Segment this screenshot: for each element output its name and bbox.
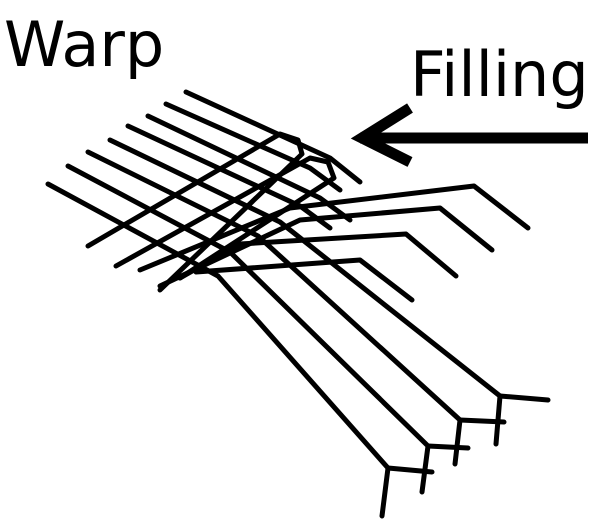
warp-yarn-4 bbox=[107, 137, 503, 447]
filling-yarn-1 bbox=[85, 131, 305, 293]
arrow-left-icon bbox=[350, 103, 588, 167]
warp-label: Warp bbox=[4, 8, 165, 81]
filling-yarn-4 bbox=[157, 205, 495, 289]
filling-yarns bbox=[85, 131, 531, 303]
filling-yarn-3 bbox=[137, 183, 531, 273]
warp-yarn-3 bbox=[85, 149, 463, 467]
warp-end-tie-1 bbox=[385, 465, 435, 475]
warp-yarn-6 bbox=[145, 113, 353, 223]
warp-end-tie-2 bbox=[425, 443, 471, 451]
warp-yarn-1 bbox=[45, 181, 391, 519]
warp-yarn-8 bbox=[183, 89, 363, 185]
filling-label: Filling bbox=[410, 38, 589, 111]
warp-end-tie-4 bbox=[497, 393, 551, 403]
filling-yarn-6 bbox=[193, 257, 415, 303]
filling-yarn-5 bbox=[177, 231, 459, 281]
warp-end-tie-3 bbox=[457, 417, 507, 425]
